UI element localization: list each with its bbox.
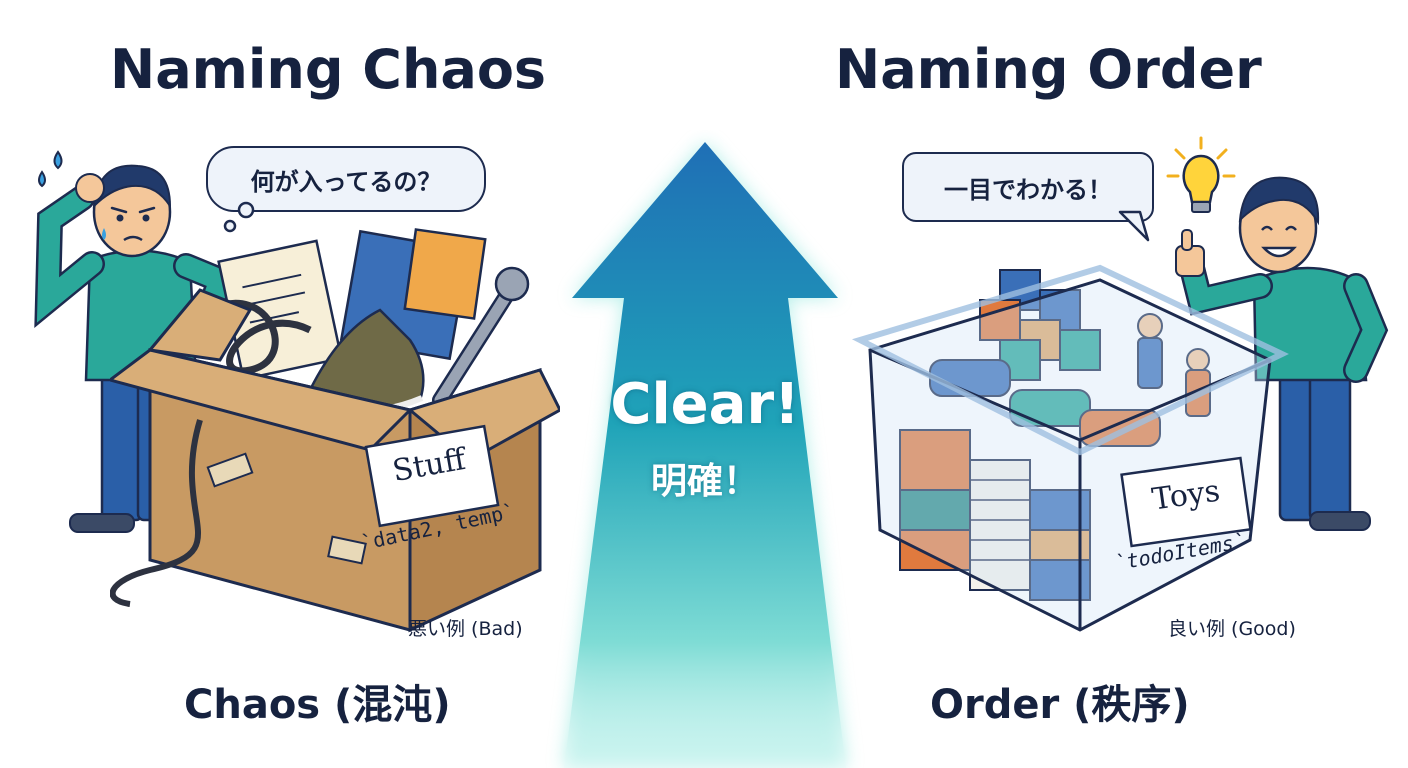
organized-bin-illustration	[851, 264, 1289, 632]
left-speech-bubble: 何が入ってるの？	[206, 146, 486, 212]
order-caption: Order (秩序)	[930, 682, 1190, 728]
bad-example-tag: 悪い例 (Bad)	[408, 618, 523, 640]
sweat-drop-icon	[53, 150, 63, 170]
clarity-arrow	[564, 142, 846, 768]
chaos-caption: Chaos (混沌)	[184, 682, 451, 728]
clear-sub-label: 明確！	[650, 461, 759, 502]
lightbulb-icon	[1166, 136, 1236, 213]
good-example-tag: 良い例 (Good)	[1168, 618, 1296, 640]
thought-dots	[223, 201, 255, 233]
bubble-tail	[1118, 210, 1150, 242]
left-title: Naming Chaos	[110, 38, 547, 101]
right-speech-bubble: 一目でわかる！	[902, 152, 1154, 222]
clear-label: Clear!	[610, 372, 800, 437]
happy-person	[1175, 176, 1389, 531]
right-title: Naming Order	[835, 38, 1262, 101]
messy-box-illustration	[110, 228, 560, 633]
